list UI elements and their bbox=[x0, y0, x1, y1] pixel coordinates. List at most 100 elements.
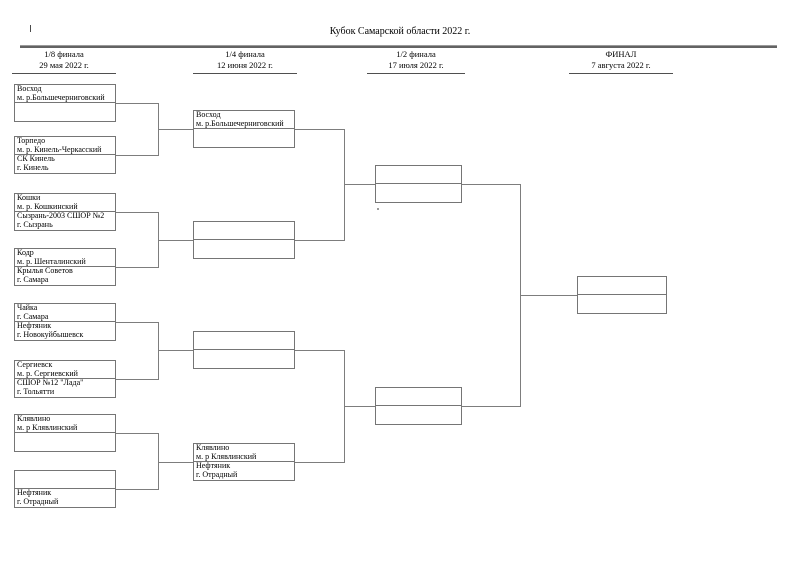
round-date: 17 июля 2022 г. bbox=[388, 60, 444, 70]
team-location: г. Отрадный bbox=[17, 496, 59, 506]
page-title: Кубок Самарской области 2022 г. bbox=[329, 26, 471, 37]
team-name: Чайка bbox=[17, 304, 38, 312]
bracket-connector bbox=[344, 129, 345, 241]
team-slot: Нефтяник г. Отрадный bbox=[194, 462, 294, 480]
team-slot bbox=[15, 103, 115, 121]
team-slot bbox=[194, 332, 294, 350]
team-location: г. Кинель bbox=[17, 162, 49, 172]
round-header-1-4: 1/4 финала 12 июня 2022 г. bbox=[193, 49, 297, 74]
team-slot bbox=[578, 277, 666, 295]
match-box-r16-2: Торпедо м. р. Кинель-Черкасский СК Кинел… bbox=[14, 136, 116, 174]
team-location: м. р. Кошкинский bbox=[17, 201, 78, 211]
team-slot: Нефтяник г. Новокуйбышевск bbox=[15, 322, 115, 340]
team-slot: Сызрань-2003 СШОР №2 г. Сызрань bbox=[15, 212, 115, 230]
team-slot bbox=[376, 406, 461, 424]
team-name: Нефтяник bbox=[17, 322, 52, 330]
team-name: СШОР №12 "Лада" bbox=[17, 379, 84, 387]
team-slot bbox=[376, 166, 461, 184]
match-box-r16-3: Кошки м. р. Кошкинский Сызрань-2003 СШОР… bbox=[14, 193, 116, 231]
team-name: Восход bbox=[196, 111, 221, 119]
team-slot: Восход м. р.Большечерниговский bbox=[194, 111, 294, 129]
team-location: м. р.Большечерниговский bbox=[196, 118, 284, 128]
match-box-qf-1: Восход м. р.Большечерниговский bbox=[193, 110, 295, 148]
team-name: Торпедо bbox=[17, 137, 46, 145]
bracket-connector bbox=[115, 267, 159, 268]
team-slot: Кодр м. р. Шенталинский bbox=[15, 249, 115, 267]
team-slot: Нефтяник г. Отрадный bbox=[15, 489, 115, 507]
team-location: м. р. Кинель-Черкасский bbox=[17, 144, 102, 154]
title-rule bbox=[20, 45, 777, 48]
team-slot bbox=[194, 222, 294, 240]
team-slot: Восход м. р.Большечерниговский bbox=[15, 85, 115, 103]
team-location: г. Отрадный bbox=[196, 469, 238, 479]
round-name: ФИНАЛ bbox=[605, 49, 637, 59]
match-box-r16-1: Восход м. р.Большечерниговский bbox=[14, 84, 116, 122]
bracket-connector bbox=[115, 155, 159, 156]
team-name: Нефтяник bbox=[17, 489, 52, 497]
team-name: Кодр bbox=[17, 249, 34, 257]
bracket-connector bbox=[115, 379, 159, 380]
team-location: м. р. Сергиевский bbox=[17, 368, 78, 378]
team-slot bbox=[578, 295, 666, 313]
match-box-sf-2 bbox=[375, 387, 462, 425]
round-date: 7 августа 2022 г. bbox=[591, 60, 651, 70]
team-name: Клявлино bbox=[17, 415, 51, 423]
team-slot: Клявлино м. р Клявлинский bbox=[194, 444, 294, 462]
stray-mark bbox=[377, 208, 379, 210]
team-slot bbox=[376, 184, 461, 202]
match-box-qf-3 bbox=[193, 331, 295, 369]
team-slot bbox=[15, 471, 115, 489]
bracket-connector bbox=[115, 322, 159, 323]
team-name: Сызрань-2003 СШОР №2 bbox=[17, 212, 105, 220]
team-location: м. р Клявлинский bbox=[196, 451, 257, 461]
match-box-r16-8: Нефтяник г. Отрадный bbox=[14, 470, 116, 508]
team-slot bbox=[194, 240, 294, 258]
team-location: м. р. Шенталинский bbox=[17, 256, 86, 266]
team-slot: СК Кинель г. Кинель bbox=[15, 155, 115, 173]
team-slot bbox=[194, 129, 294, 147]
team-slot: Клявлино м. р Клявлинский bbox=[15, 415, 115, 433]
bracket-connector bbox=[158, 322, 159, 380]
round-name: 1/2 финала bbox=[396, 49, 436, 59]
team-slot: Чайка г. Самара bbox=[15, 304, 115, 322]
match-box-sf-1 bbox=[375, 165, 462, 203]
bracket-connector bbox=[115, 103, 159, 104]
round-header-final: ФИНАЛ 7 августа 2022 г. bbox=[569, 49, 673, 74]
team-name: Крылья Советов bbox=[17, 267, 73, 275]
stray-mark bbox=[30, 25, 31, 32]
team-location: г. Сызрань bbox=[17, 219, 53, 229]
team-slot: СШОР №12 "Лада" г. Тольятти bbox=[15, 379, 115, 397]
team-slot: Кошки м. р. Кошкинский bbox=[15, 194, 115, 212]
team-location: м. р.Большечерниговский bbox=[17, 92, 105, 102]
bracket-connector bbox=[158, 433, 159, 490]
team-name: СК Кинель bbox=[17, 155, 55, 163]
match-box-r16-4: Кодр м. р. Шенталинский Крылья Советов г… bbox=[14, 248, 116, 286]
team-slot bbox=[194, 350, 294, 368]
match-box-qf-2 bbox=[193, 221, 295, 259]
team-slot bbox=[376, 388, 461, 406]
team-location: г. Самара bbox=[17, 274, 49, 284]
team-name: Восход bbox=[17, 85, 42, 93]
round-header-1-8: 1/8 финала 29 мая 2022 г. bbox=[12, 49, 116, 74]
team-name: Сергиевск bbox=[17, 361, 53, 369]
bracket-connector bbox=[115, 212, 159, 213]
team-slot: Торпедо м. р. Кинель-Черкасский bbox=[15, 137, 115, 155]
match-box-r16-7: Клявлино м. р Клявлинский bbox=[14, 414, 116, 452]
round-date: 12 июня 2022 г. bbox=[217, 60, 273, 70]
team-name: Кошки bbox=[17, 194, 41, 202]
team-location: м. р Клявлинский bbox=[17, 422, 78, 432]
match-box-qf-4: Клявлино м. р Клявлинский Нефтяник г. От… bbox=[193, 443, 295, 481]
team-location: г. Новокуйбышевск bbox=[17, 329, 84, 339]
bracket-connector bbox=[115, 489, 159, 490]
match-box-final bbox=[577, 276, 667, 314]
team-slot: Сергиевск м. р. Сергиевский bbox=[15, 361, 115, 379]
round-header-1-2: 1/2 финала 17 июля 2022 г. bbox=[367, 49, 465, 74]
match-box-r16-5: Чайка г. Самара Нефтяник г. Новокуйбышев… bbox=[14, 303, 116, 341]
round-date: 29 мая 2022 г. bbox=[39, 60, 89, 70]
round-name: 1/8 финала bbox=[44, 49, 84, 59]
team-name: Клявлино bbox=[196, 444, 230, 452]
team-name: Нефтяник bbox=[196, 462, 231, 470]
team-slot bbox=[15, 433, 115, 451]
round-name: 1/4 финала bbox=[225, 49, 265, 59]
